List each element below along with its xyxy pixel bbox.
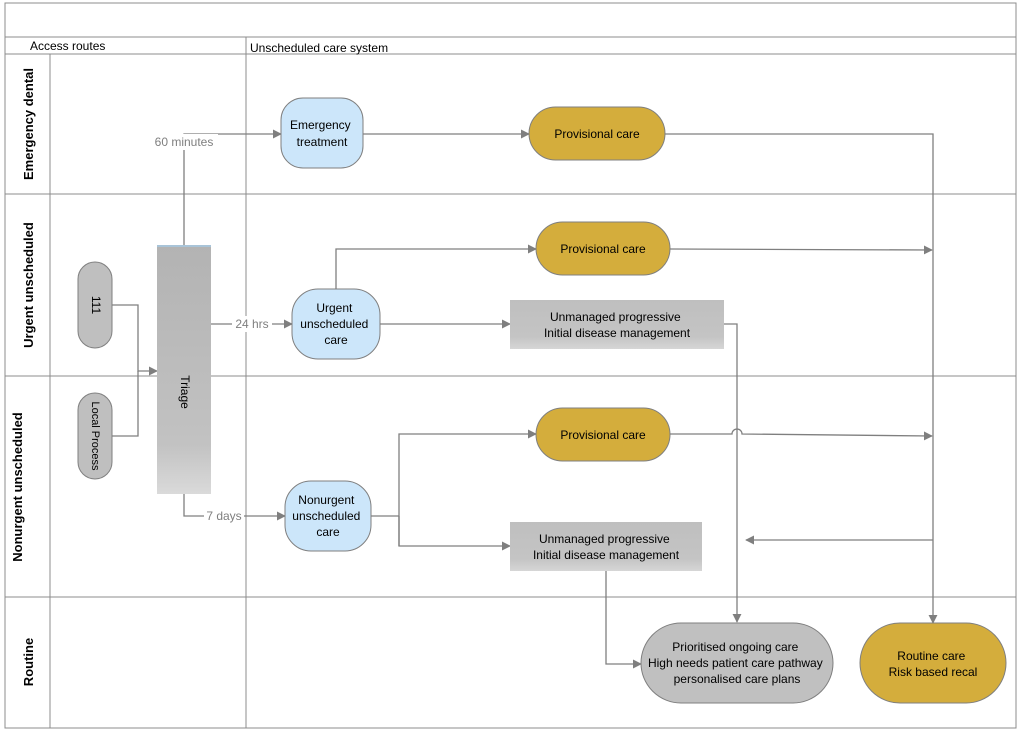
edge-nonurgent-provisional xyxy=(398,429,537,546)
lane-label-emergency: Emergency dental xyxy=(21,68,36,180)
provisional-care-nonurgent-label: Provisional care xyxy=(560,428,646,442)
edge-provisional-routine xyxy=(665,133,938,624)
diagram-frame xyxy=(4,2,1017,729)
svg-text:Prioritised ongoing care: Prioritised ongoing care High needs pati… xyxy=(648,640,826,686)
routine-care-line2: Risk based recal xyxy=(889,665,978,679)
unmanaged-urgent-line2: Initial disease management xyxy=(544,326,691,340)
edge-provisional-urgent-right xyxy=(669,245,933,255)
node-triage: Triage xyxy=(157,245,211,494)
node-111-label: 111 xyxy=(89,296,103,315)
edge-unmanaged-prioritised xyxy=(724,323,742,623)
node-provisional-care-urgent: Provisional care xyxy=(535,221,671,276)
nonurgent-care-line2: unscheduled xyxy=(292,509,360,523)
node-triage-label: Triage xyxy=(178,375,192,409)
svg-text:Unmanaged progressive In: Unmanaged progressive Initial disease ma… xyxy=(544,310,691,340)
edge-provisional-nonurgent-right xyxy=(670,428,933,441)
unscheduled-system-header: Unscheduled care system xyxy=(250,41,388,55)
node-prioritised-ongoing-care: Prioritised ongoing care High needs pati… xyxy=(640,622,834,704)
node-routine-care: Routine care Risk based recal xyxy=(859,622,1007,704)
node-provisional-care-emergency: Provisional care xyxy=(528,106,666,161)
edge-nonurgent-unmanaged xyxy=(398,516,511,551)
connectors xyxy=(112,129,938,669)
unmanaged-urgent-line1: Unmanaged progressive xyxy=(550,310,681,324)
node-local-process-label: Local Process xyxy=(89,401,101,471)
edge-111-triage xyxy=(112,304,158,376)
urgent-care-line2: unscheduled xyxy=(300,317,368,331)
lane-label-nonurgent: Nonurgent unscheduled xyxy=(10,412,25,562)
svg-text:Nonurgent unscheduled: Nonurgent unscheduled care xyxy=(292,493,363,539)
edge-triage-emergency xyxy=(183,129,282,246)
node-111: 111 xyxy=(77,261,113,349)
prioritised-line1: Prioritised ongoing care xyxy=(672,640,798,654)
edge-local-triage xyxy=(112,371,139,437)
nonurgent-care-line3: care xyxy=(316,525,340,539)
node-urgent-unscheduled-care: Urgent unscheduled care xyxy=(291,288,381,360)
unmanaged-nonurgent-line2: Initial disease management xyxy=(533,548,680,562)
node-provisional-care-nonurgent: Provisional care xyxy=(535,407,671,462)
node-local-process: Local Process xyxy=(77,392,113,480)
lane-label-routine: Routine xyxy=(21,638,36,686)
emergency-treatment-line2: treatment xyxy=(297,135,348,149)
prioritised-line3: personalised care plans xyxy=(674,672,801,686)
provisional-care-urgent-label: Provisional care xyxy=(560,242,646,256)
routine-care-line1: Routine care xyxy=(897,649,965,663)
edge-label-60-minutes: 60 minutes xyxy=(155,135,214,149)
node-unmanaged-urgent: Unmanaged progressive Initial disease ma… xyxy=(510,300,724,349)
edge-label-7-days: 7 days xyxy=(206,509,241,523)
node-emergency-treatment: Emergency treatment xyxy=(280,97,364,169)
edge-unmanaged2-prioritised xyxy=(605,571,642,669)
edge-urgent-provisional xyxy=(335,244,537,289)
svg-text:Emergency treatment: Emergency treatment xyxy=(290,118,354,149)
lane-label-urgent: Urgent unscheduled xyxy=(21,222,36,348)
node-nonurgent-unscheduled-care: Nonurgent unscheduled care xyxy=(284,480,372,552)
prioritised-line2: High needs patient care pathway xyxy=(648,656,823,670)
svg-text:Unmanaged progressive In: Unmanaged progressive Initial disease ma… xyxy=(533,532,680,562)
unmanaged-nonurgent-line1: Unmanaged progressive xyxy=(539,532,670,546)
svg-text:Urgent unscheduled: Urgent unscheduled care xyxy=(300,301,371,347)
access-routes-header: Access routes xyxy=(30,39,105,53)
edge-label-24-hrs: 24 hrs xyxy=(235,317,268,331)
edge-triage-nonurgent xyxy=(183,494,286,521)
svg-text:Routine care Risk based: Routine care Risk based recal xyxy=(889,649,978,679)
urgent-care-line1: Urgent xyxy=(316,301,353,315)
node-unmanaged-nonurgent: Unmanaged progressive Initial disease ma… xyxy=(510,522,702,571)
urgent-care-line3: care xyxy=(324,333,348,347)
emergency-treatment-line1: Emergency xyxy=(290,118,351,132)
nonurgent-care-line1: Nonurgent xyxy=(298,493,355,507)
provisional-care-emergency-label: Provisional care xyxy=(554,127,640,141)
